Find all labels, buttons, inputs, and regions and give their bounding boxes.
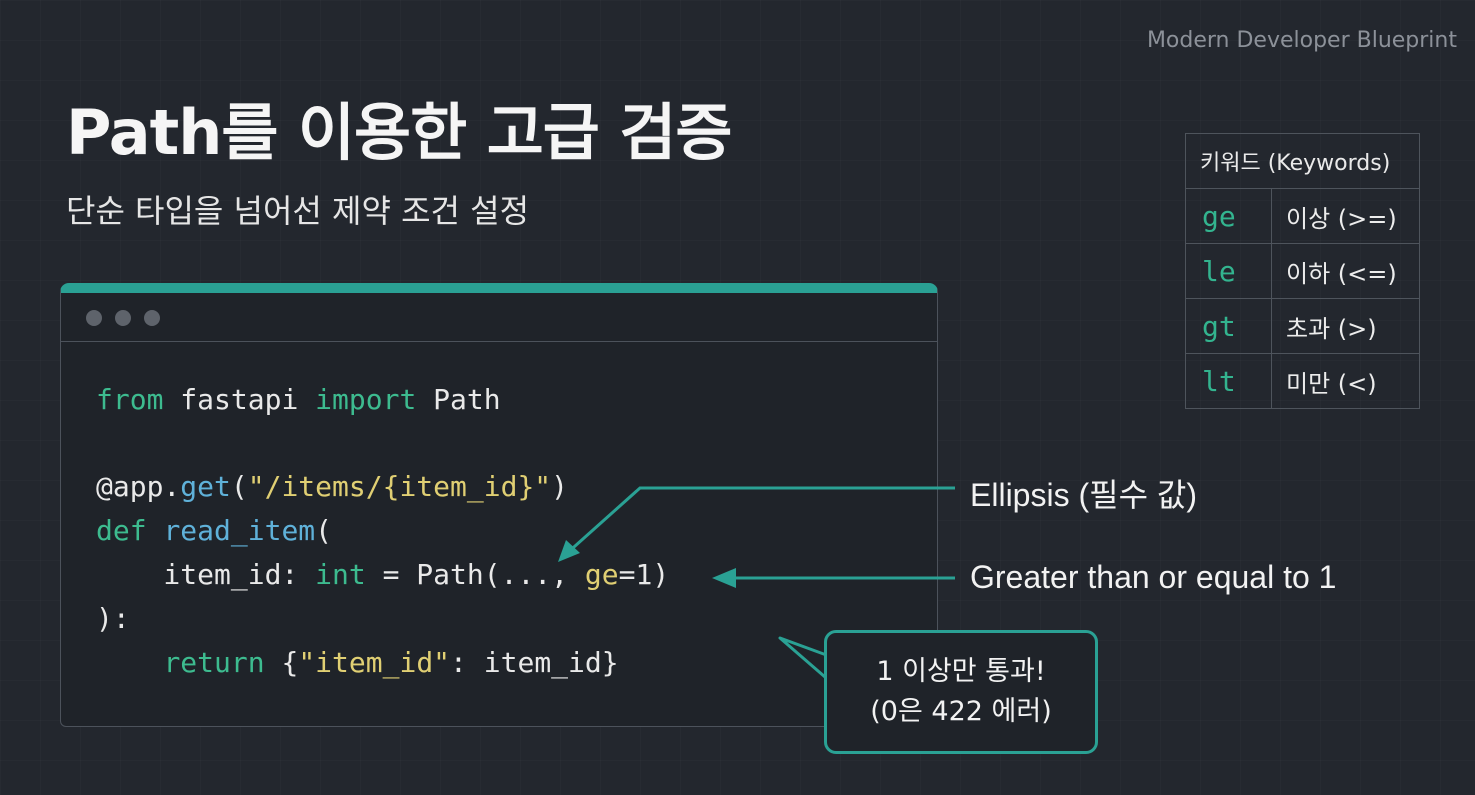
keyword-table: 키워드 (Keywords) ge 이상 (>=) le 이하 (<=) gt … <box>1185 133 1420 409</box>
greater-annotation: Greater than or equal to 1 <box>970 559 1337 595</box>
page-title: Path를 이용한 고급 검증 <box>66 96 732 169</box>
keyword-row: le 이하 (<=) <box>1185 243 1420 299</box>
ellipsis-annotation: Ellipsis (필수 값) <box>970 477 1197 513</box>
code-line-def: def read_item( <box>96 514 333 547</box>
brand-label: Modern Developer Blueprint <box>1146 28 1457 53</box>
window-title-bar <box>61 293 937 342</box>
ellipsis-arrow-head <box>558 540 580 562</box>
greater-arrow-head <box>712 568 736 588</box>
ellipsis-arrow <box>563 486 955 557</box>
keyword-table-header-row: 키워드 (Keywords) <box>1185 133 1420 189</box>
keyword-meaning: 초과 (>) <box>1271 298 1420 354</box>
callout-line-1: 1 이상만 통과! <box>876 656 1046 687</box>
page-subtitle: 단순 타입을 넘어선 제약 조건 설정 <box>66 192 530 230</box>
code-line-import: from fastapi import Path <box>96 383 501 416</box>
keyword-key: ge <box>1185 188 1272 244</box>
keyword-row: ge 이상 (>=) <box>1185 188 1420 244</box>
callout-line-2: (0은 422 에러) <box>870 696 1052 727</box>
code-window: from fastapi import Path @app.get("/item… <box>60 283 938 727</box>
window-dot-2 <box>115 310 131 326</box>
keyword-meaning: 이하 (<=) <box>1271 243 1420 299</box>
keyword-key: lt <box>1185 353 1272 409</box>
window-dot-1 <box>86 310 102 326</box>
code-line-return: return {"item_id": item_id} <box>163 646 619 679</box>
callout-bubble: 1 이상만 통과! (0은 422 에러) <box>824 630 1098 754</box>
code-block: from fastapi import Path @app.get("/item… <box>96 383 669 679</box>
keyword-meaning: 이상 (>=) <box>1271 188 1420 244</box>
window-dot-3 <box>144 310 160 326</box>
code-line-close: ): <box>96 602 130 635</box>
keyword-meaning: 미만 (<) <box>1271 353 1420 409</box>
keyword-table-header: 키워드 (Keywords) <box>1185 133 1420 189</box>
code-line-decorator: @app.get("/items/{item_id}") <box>96 470 569 503</box>
code-line-param: item_id: int = Path(..., ge=1) <box>96 558 670 591</box>
keyword-row: lt 미만 (<) <box>1185 353 1420 409</box>
